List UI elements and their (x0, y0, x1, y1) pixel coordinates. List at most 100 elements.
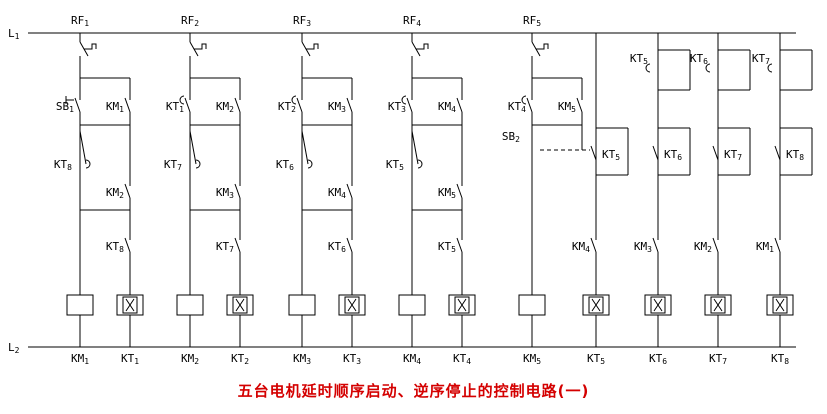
fuse-label: RF4 (403, 14, 421, 28)
coil-label: KM3 (293, 352, 311, 366)
coil-label: KM5 (523, 352, 541, 366)
contact-blade (590, 237, 597, 253)
timer-mark (344, 296, 360, 314)
timer-hook (645, 63, 651, 73)
contact-blade (712, 237, 719, 253)
contact-label: KM3 (328, 100, 346, 114)
contact-blade (74, 97, 81, 113)
timer-mark (772, 296, 788, 314)
contact-label: KT4 (508, 100, 526, 114)
timer-hook (401, 95, 407, 105)
nc-blade (411, 130, 419, 165)
coil (518, 294, 546, 316)
timer-cross (235, 298, 245, 312)
contact-blade (576, 97, 583, 113)
contact-blade (346, 237, 353, 253)
contact-label: KT5 (602, 148, 620, 162)
contact-label: KM1 (756, 240, 774, 254)
breaker-latch (306, 43, 319, 50)
contact-blade (234, 237, 241, 253)
contact-blade (346, 97, 353, 113)
contact-blade (234, 183, 241, 199)
timer-cross (775, 298, 785, 312)
timer-cross (347, 298, 357, 312)
coil-label: KT2 (231, 352, 249, 366)
contact-blade (526, 97, 533, 113)
contact-label: KT6 (664, 148, 682, 162)
contact-label: KM5 (558, 100, 576, 114)
contact-blade (652, 145, 659, 161)
contact-label: SB1 (56, 100, 74, 114)
timer-label: KT6 (690, 52, 708, 66)
contact-label: KM1 (106, 100, 124, 114)
timer-mark (232, 296, 248, 314)
contact-label: KT7 (724, 148, 742, 162)
contact-blade (124, 183, 131, 199)
timer-hook (291, 95, 297, 105)
contact-label: KM2 (106, 186, 124, 200)
contact-label: KT1 (166, 100, 184, 114)
contact-label: KM2 (216, 100, 234, 114)
rail-label-bottom: L2 (8, 341, 20, 355)
fuse-label: RF5 (523, 14, 541, 28)
timer-mark (122, 296, 138, 314)
coil-label: KT3 (343, 352, 361, 366)
contact-blade (590, 145, 597, 161)
rail-label-top: L1 (8, 27, 20, 41)
push-button (65, 96, 74, 104)
timer-label: KT5 (630, 52, 648, 66)
contact-label: KM3 (216, 186, 234, 200)
contact-blade (184, 97, 191, 113)
coil-label: KT8 (771, 352, 789, 366)
coil-label: KM2 (181, 352, 199, 366)
coil (176, 294, 204, 316)
nc-label: KT7 (164, 158, 182, 172)
contact-blade (124, 97, 131, 113)
nc-label: KT5 (386, 158, 404, 172)
timer-mark (650, 296, 666, 314)
coil-label: KM4 (403, 352, 421, 366)
coil-label: KT7 (709, 352, 727, 366)
contact-blade (456, 97, 463, 113)
nc-label: KT8 (54, 158, 72, 172)
timer-hook (705, 63, 711, 73)
coil-label: KT1 (121, 352, 139, 366)
contact-label: KM4 (328, 186, 346, 200)
coil-label: KT6 (649, 352, 667, 366)
contact-label: KT3 (388, 100, 406, 114)
contact-blade (456, 183, 463, 199)
contact-blade (774, 145, 781, 161)
coil-label: KM1 (71, 352, 89, 366)
contact-blade (296, 97, 303, 113)
nc-blade (301, 130, 309, 165)
coil-label: KT5 (587, 352, 605, 366)
coil (66, 294, 94, 316)
timer-hook (767, 63, 773, 73)
timer-hook (179, 95, 185, 105)
coil-label: KT4 (453, 352, 471, 366)
timer-label: KT7 (752, 52, 770, 66)
contact-blade (712, 145, 719, 161)
nc-blade (79, 130, 87, 165)
contact-label: KT2 (278, 100, 296, 114)
contact-label: KM5 (438, 186, 456, 200)
timer-cross (713, 298, 723, 312)
contact-blade (652, 237, 659, 253)
contact-blade (234, 97, 241, 113)
contact-label: KM4 (572, 240, 590, 254)
contact-label: KT8 (786, 148, 804, 162)
contact-blade (774, 237, 781, 253)
timer-mark (588, 296, 604, 314)
breaker-latch (194, 43, 207, 50)
timer-cross (591, 298, 601, 312)
diagram-caption: 五台电机延时顺序启动、逆序停止的控制电路(一) (237, 382, 590, 400)
breaker-latch (416, 43, 429, 50)
button-label: SB2 (502, 130, 520, 144)
timer-mark (710, 296, 726, 314)
breaker-latch (84, 43, 97, 50)
coil (398, 294, 426, 316)
contact-label: KT5 (438, 240, 456, 254)
contact-blade (456, 237, 463, 253)
timer-hook (417, 159, 423, 169)
